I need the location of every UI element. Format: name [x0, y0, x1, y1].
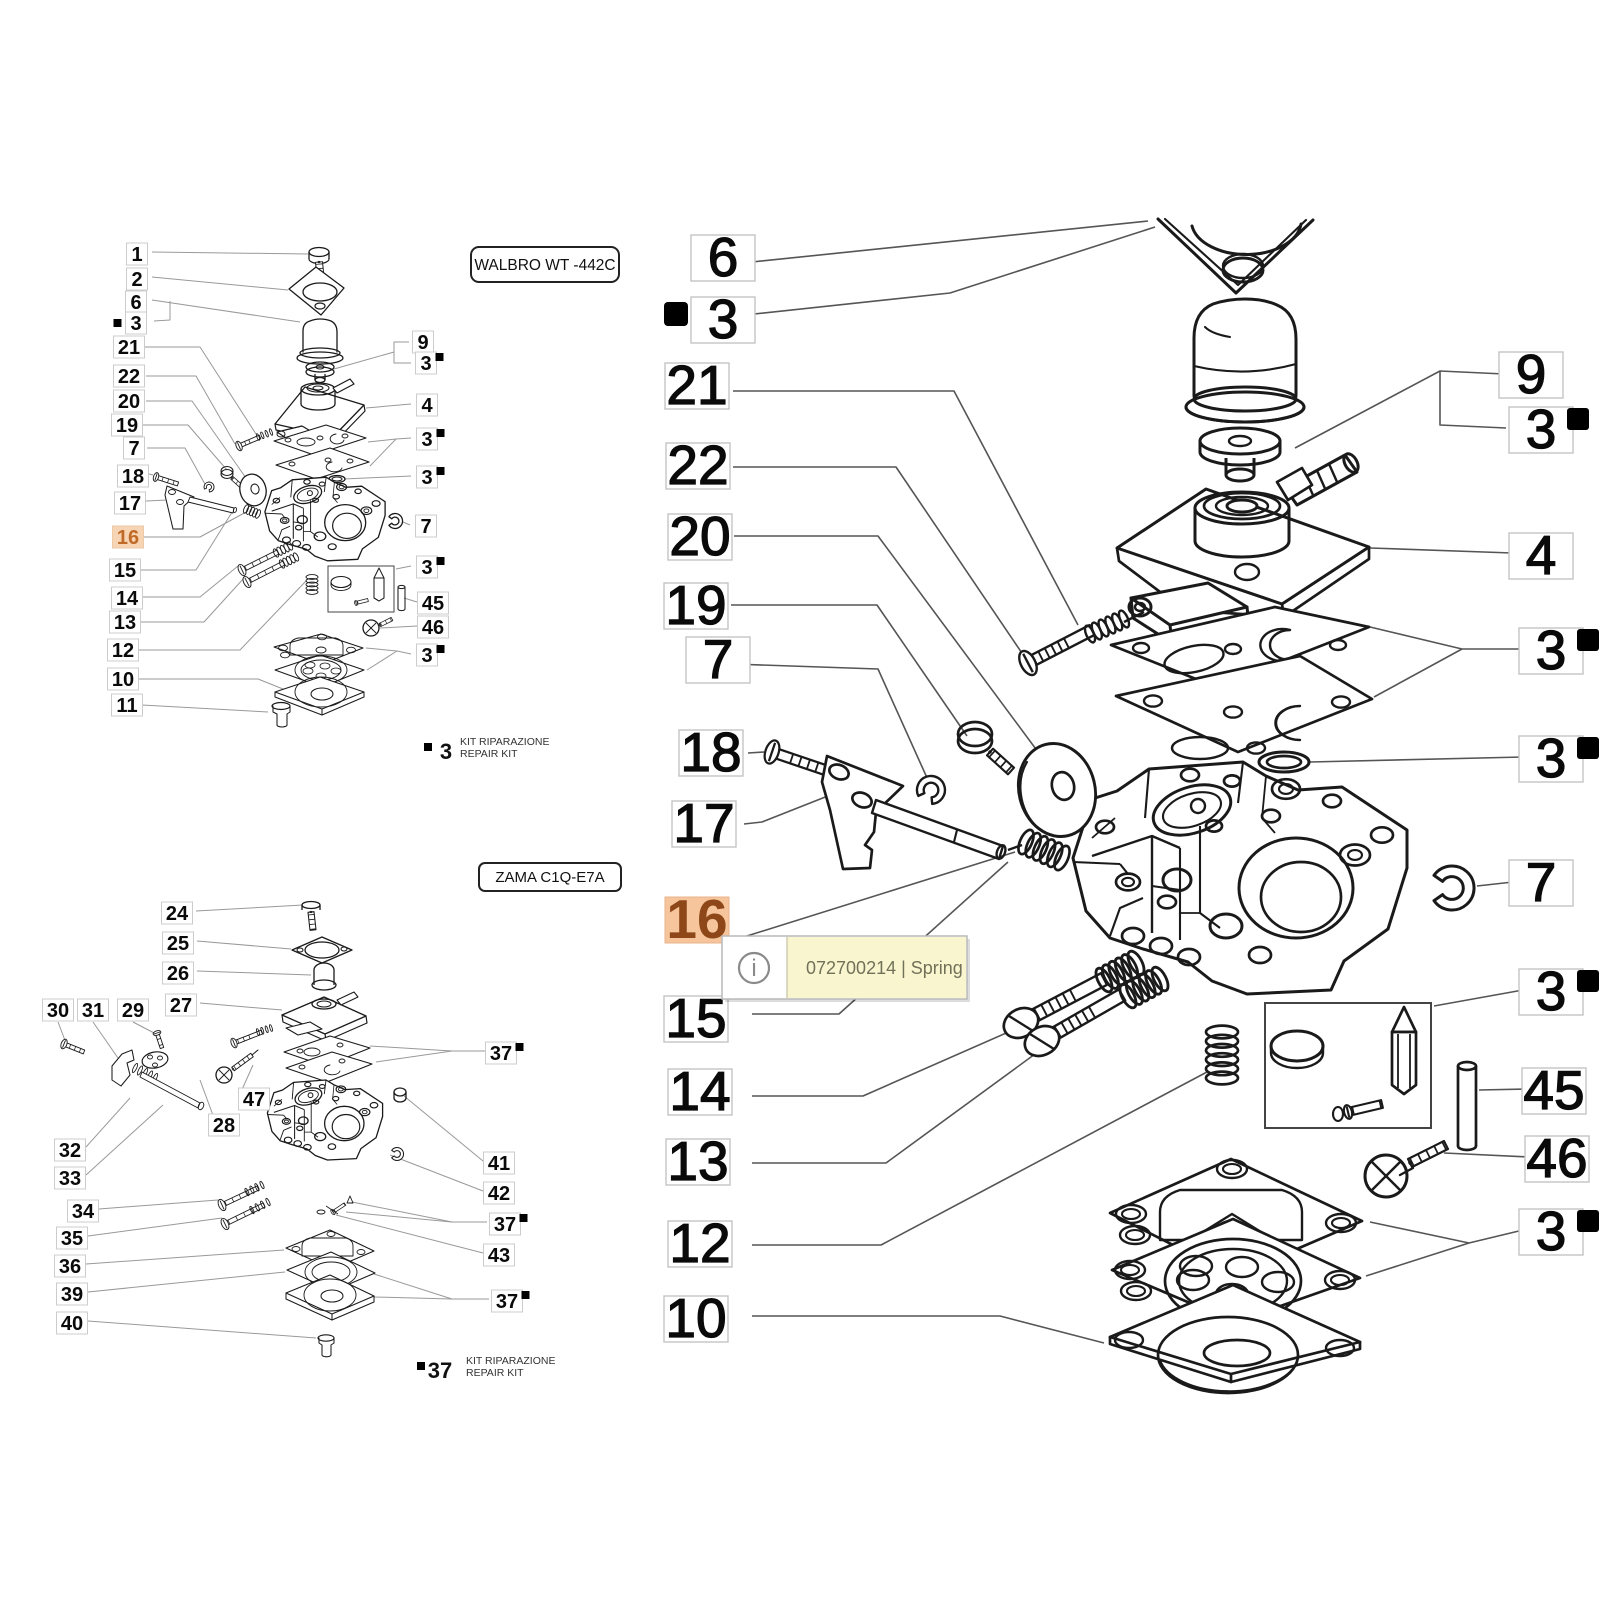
svg-text:11: 11 [116, 695, 137, 717]
svg-text:3: 3 [1526, 398, 1557, 460]
svg-text:7: 7 [1526, 851, 1557, 913]
svg-text:REPAIR KIT: REPAIR KIT [466, 1367, 524, 1379]
svg-text:46: 46 [422, 617, 444, 639]
svg-text:16: 16 [666, 888, 727, 950]
svg-text:15: 15 [114, 560, 136, 582]
svg-text:KIT RIPARAZIONE: KIT RIPARAZIONE [460, 736, 549, 748]
svg-text:37: 37 [428, 1358, 452, 1383]
svg-text:072700214 | Spring: 072700214 | Spring [806, 958, 963, 978]
svg-text:REPAIR KIT: REPAIR KIT [460, 748, 518, 760]
svg-text:33: 33 [59, 1168, 81, 1190]
svg-text:9: 9 [1516, 343, 1547, 405]
svg-text:19: 19 [665, 574, 726, 636]
svg-text:39: 39 [61, 1284, 83, 1306]
svg-text:17: 17 [119, 493, 141, 515]
svg-text:30: 30 [47, 1000, 69, 1022]
svg-text:6: 6 [130, 292, 141, 314]
svg-text:37: 37 [494, 1214, 516, 1236]
svg-text:28: 28 [213, 1115, 235, 1137]
svg-text:34: 34 [72, 1201, 95, 1223]
svg-text:21: 21 [666, 354, 727, 416]
svg-text:3: 3 [421, 645, 432, 667]
svg-text:19: 19 [116, 415, 138, 437]
svg-text:16: 16 [117, 527, 139, 549]
svg-text:31: 31 [82, 1000, 104, 1022]
svg-text:ZAMA C1Q-E7A: ZAMA C1Q-E7A [495, 869, 604, 886]
svg-text:40: 40 [61, 1313, 83, 1335]
svg-text:3: 3 [1536, 1200, 1567, 1262]
svg-text:41: 41 [488, 1153, 510, 1175]
svg-text:12: 12 [112, 640, 134, 662]
svg-text:18: 18 [680, 721, 741, 783]
svg-text:KIT RIPARAZIONE: KIT RIPARAZIONE [466, 1355, 555, 1367]
svg-text:24: 24 [166, 903, 189, 925]
svg-text:22: 22 [118, 366, 140, 388]
svg-text:2: 2 [131, 269, 142, 291]
svg-text:6: 6 [708, 226, 739, 288]
svg-text:17: 17 [673, 792, 734, 854]
svg-text:WALBRO WT -442C: WALBRO WT -442C [474, 257, 615, 274]
svg-text:4: 4 [421, 395, 433, 417]
svg-text:21: 21 [118, 337, 140, 359]
svg-text:3: 3 [421, 467, 432, 489]
svg-text:7: 7 [703, 628, 734, 690]
svg-text:35: 35 [61, 1228, 83, 1250]
svg-text:10: 10 [665, 1287, 726, 1349]
svg-text:47: 47 [243, 1089, 265, 1111]
svg-text:18: 18 [122, 466, 144, 488]
svg-text:3: 3 [421, 557, 432, 579]
svg-text:3: 3 [440, 739, 452, 764]
svg-text:29: 29 [122, 1000, 144, 1022]
svg-text:27: 27 [170, 995, 192, 1017]
svg-text:45: 45 [422, 593, 444, 615]
svg-text:32: 32 [59, 1140, 81, 1162]
svg-text:14: 14 [116, 588, 139, 610]
svg-text:4: 4 [1526, 524, 1557, 586]
svg-text:13: 13 [667, 1130, 728, 1192]
svg-text:3: 3 [1536, 619, 1567, 681]
svg-text:22: 22 [667, 434, 728, 496]
svg-text:26: 26 [167, 963, 189, 985]
svg-text:45: 45 [1523, 1059, 1584, 1121]
svg-text:13: 13 [114, 612, 136, 634]
svg-text:42: 42 [488, 1183, 510, 1205]
svg-text:46: 46 [1526, 1127, 1587, 1189]
svg-text:1: 1 [131, 244, 142, 266]
svg-text:3: 3 [420, 353, 431, 375]
svg-text:10: 10 [112, 669, 134, 691]
svg-text:7: 7 [128, 438, 139, 460]
svg-text:i: i [751, 955, 756, 982]
svg-text:37: 37 [496, 1291, 518, 1313]
svg-text:43: 43 [488, 1245, 510, 1267]
svg-text:12: 12 [669, 1212, 730, 1274]
svg-text:3: 3 [421, 429, 432, 451]
svg-text:20: 20 [669, 505, 730, 567]
svg-text:9: 9 [417, 332, 428, 354]
svg-text:15: 15 [665, 987, 726, 1049]
svg-text:3: 3 [1536, 960, 1567, 1022]
svg-text:7: 7 [420, 516, 431, 538]
svg-text:25: 25 [167, 933, 189, 955]
svg-text:3: 3 [130, 313, 141, 335]
svg-text:37: 37 [490, 1043, 512, 1065]
svg-text:14: 14 [669, 1060, 730, 1122]
svg-text:3: 3 [1536, 727, 1567, 789]
svg-text:3: 3 [708, 288, 739, 350]
svg-text:20: 20 [118, 391, 140, 413]
svg-text:36: 36 [59, 1256, 81, 1278]
